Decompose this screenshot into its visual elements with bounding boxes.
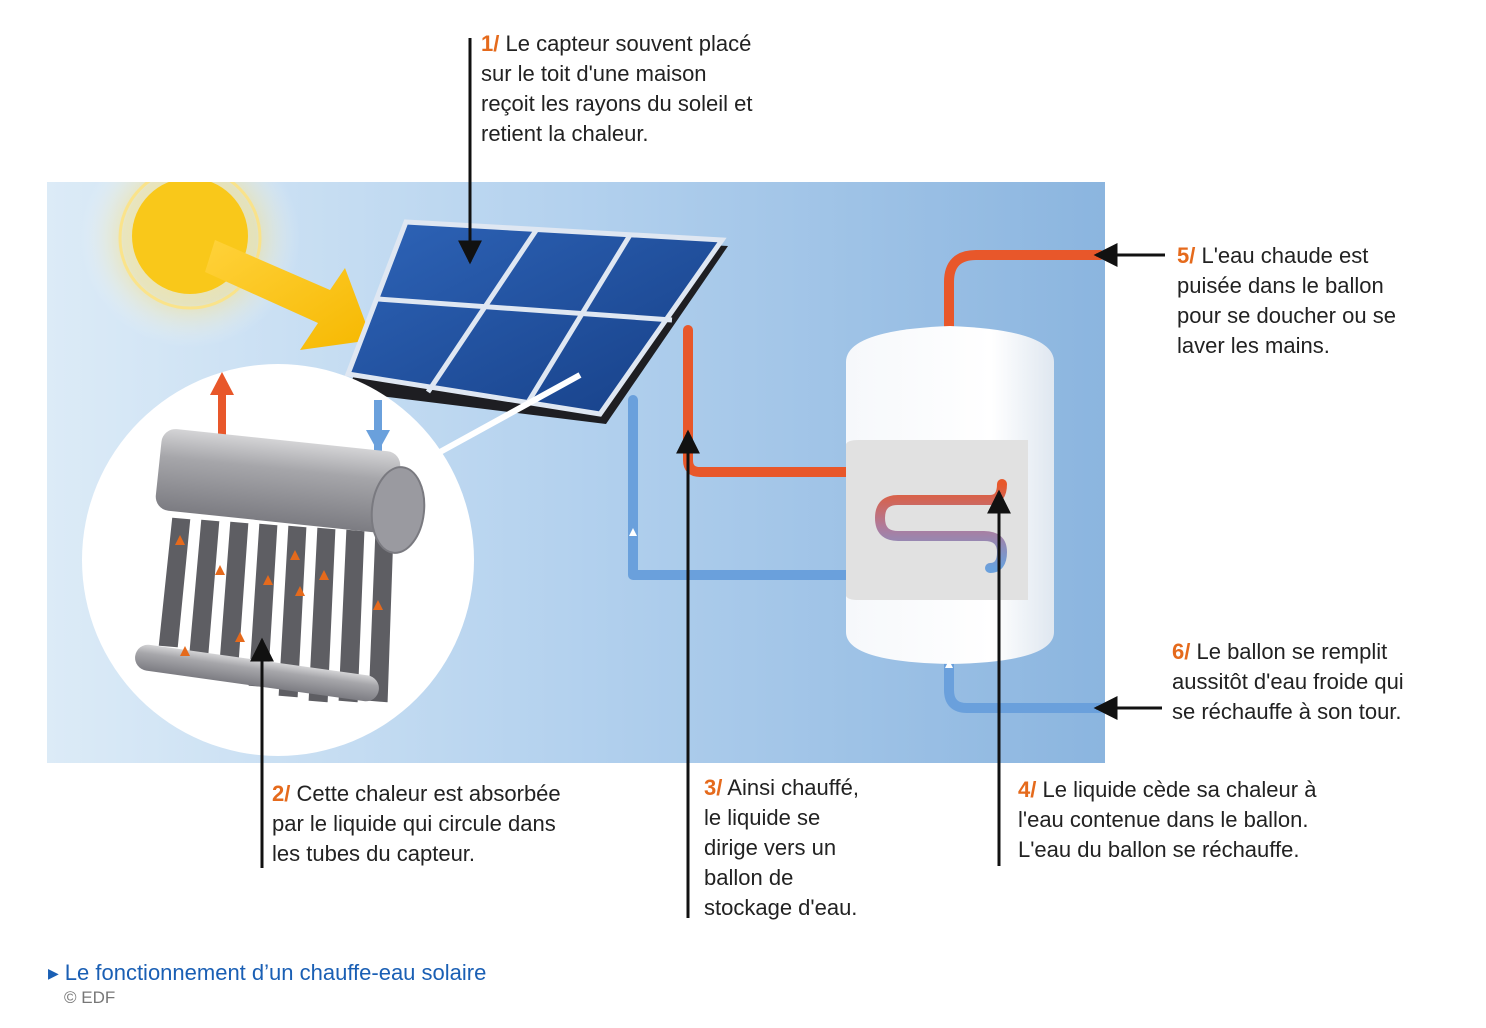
step-3-line: ballon de bbox=[704, 865, 794, 890]
step-1-caption: 1/ Le capteur souvent placé sur le toit … bbox=[481, 29, 752, 149]
sun-icon bbox=[80, 182, 300, 348]
figure-title-text: Le fonctionnement d’un chauffe-eau solai… bbox=[64, 960, 487, 985]
step-6-caption: 6/ Le ballon se remplit aussitôt d'eau f… bbox=[1172, 637, 1404, 727]
step-1-line: retient la chaleur. bbox=[481, 121, 649, 146]
step-2-line: Cette chaleur est absorbée bbox=[296, 781, 561, 806]
step-4-line: l'eau contenue dans le ballon. bbox=[1018, 807, 1309, 832]
solar-panel bbox=[344, 219, 728, 424]
sun-ray-arrow-icon bbox=[205, 240, 372, 350]
step-3-line: dirige vers un bbox=[704, 835, 837, 860]
step-4-caption: 4/ Le liquide cède sa chaleur à l'eau co… bbox=[1018, 775, 1316, 865]
step-2-caption: 2/ Cette chaleur est absorbée par le liq… bbox=[272, 779, 561, 869]
flow-marker-icon bbox=[629, 528, 637, 536]
step-3-line: Ainsi chauffé, bbox=[727, 775, 859, 800]
step-2-line: par le liquide qui circule dans bbox=[272, 811, 556, 836]
vacuum-tube-collector bbox=[135, 372, 426, 708]
step-3-number: 3/ bbox=[704, 775, 723, 800]
step-3-line: stockage d'eau. bbox=[704, 895, 858, 920]
step-6-line: aussitôt d'eau froide qui bbox=[1172, 669, 1404, 694]
copyright-credit: © EDF bbox=[64, 988, 116, 1007]
step-1-line: sur le toit d'une maison bbox=[481, 61, 707, 86]
step-1-number: 1/ bbox=[481, 31, 500, 56]
step-1-line: reçoit les rayons du soleil et bbox=[481, 91, 753, 116]
step-5-line: pour se doucher ou se bbox=[1177, 303, 1396, 328]
step-2-number: 2/ bbox=[272, 781, 291, 806]
step-5-line: L'eau chaude est bbox=[1201, 243, 1369, 268]
cold-water-inlet-pipe bbox=[944, 655, 1105, 713]
step-2-line: les tubes du capteur. bbox=[272, 841, 476, 866]
triangle-right-icon: ▶ bbox=[48, 965, 59, 981]
magnifier-pointer bbox=[438, 372, 582, 455]
step-3-line: le liquide se bbox=[704, 805, 821, 830]
step-6-line: se réchauffe à son tour. bbox=[1172, 699, 1402, 724]
storage-tank bbox=[846, 326, 1054, 664]
step-3-caption: 3/ Ainsi chauffé, le liquide se dirige v… bbox=[704, 773, 859, 923]
step-5-line: laver les mains. bbox=[1177, 333, 1330, 358]
step-5-line: puisée dans le ballon bbox=[1177, 273, 1384, 298]
step-6-line: Le ballon se remplit bbox=[1196, 639, 1388, 664]
step-4-line: Le liquide cède sa chaleur à bbox=[1042, 777, 1317, 802]
step-4-number: 4/ bbox=[1018, 777, 1037, 802]
flow-marker-icon bbox=[945, 660, 953, 668]
step-4-line: L'eau du ballon se réchauffe. bbox=[1018, 837, 1300, 862]
step-1-line: Le capteur souvent placé bbox=[505, 31, 752, 56]
hot-water-outlet-pipe bbox=[944, 250, 1105, 335]
figure-title-link[interactable]: ▶ Le fonctionnement d’un chauffe-eau sola… bbox=[48, 960, 486, 986]
step-5-caption: 5/ L'eau chaude est puisée dans le ballo… bbox=[1177, 241, 1396, 361]
step-5-number: 5/ bbox=[1177, 243, 1196, 268]
step-6-number: 6/ bbox=[1172, 639, 1191, 664]
